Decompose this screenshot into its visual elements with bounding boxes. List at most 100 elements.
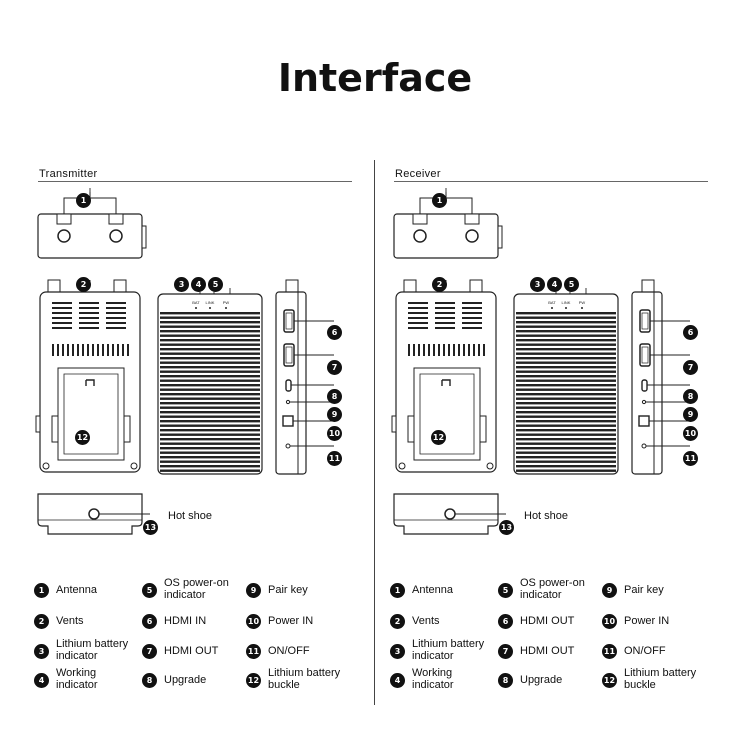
legend-badge-9: 9 bbox=[246, 583, 261, 598]
callout-badge-4: 4 bbox=[191, 277, 206, 292]
legend-badge-7: 7 bbox=[498, 644, 513, 659]
legend-label: Power IN bbox=[268, 615, 314, 627]
callout-badge-5: 5 bbox=[564, 277, 579, 292]
legend-badge-8: 8 bbox=[142, 673, 157, 688]
callout-badge-2: 2 bbox=[432, 277, 447, 292]
hotshoe-label: Hot shoe bbox=[524, 510, 569, 522]
legend-label: ON/OFF bbox=[268, 645, 310, 657]
callout-badge-12: 12 bbox=[75, 430, 90, 445]
legend-badge-8: 8 bbox=[498, 673, 513, 688]
panel-divider bbox=[374, 160, 375, 705]
callout-badge-12: 12 bbox=[431, 430, 446, 445]
legend-label: Antenna bbox=[412, 584, 453, 596]
callout-badge-7: 7 bbox=[327, 360, 342, 375]
callout-badge-13: 13 bbox=[499, 520, 514, 535]
legend-badge-1: 1 bbox=[34, 583, 49, 598]
callout-badge-5: 5 bbox=[208, 277, 223, 292]
legend-badge-4: 4 bbox=[390, 673, 405, 688]
callout-badge-11: 11 bbox=[683, 451, 698, 466]
indicator-leds: BAT LINK PW bbox=[548, 300, 585, 309]
legend-label: HDMI OUT bbox=[520, 615, 575, 627]
page-title: Interface bbox=[277, 56, 473, 100]
led-label-pwr: PW bbox=[579, 300, 586, 305]
callout-badge-1: 1 bbox=[432, 193, 447, 208]
callout-badge-4: 4 bbox=[547, 277, 562, 292]
legend-label: Upgrade bbox=[520, 674, 563, 686]
legend-badge-3: 3 bbox=[390, 644, 405, 659]
legend-badge-5: 5 bbox=[142, 583, 157, 598]
heading-rule bbox=[38, 181, 352, 182]
legend-badge-2: 2 bbox=[390, 614, 405, 629]
top-view bbox=[393, 192, 503, 259]
callout-badge-2: 2 bbox=[76, 277, 91, 292]
callout-badge-1: 1 bbox=[76, 193, 91, 208]
legend-badge-10: 10 bbox=[602, 614, 617, 629]
receiver-device-drawing: BAT LINK PW bbox=[391, 188, 690, 535]
callout-badge-9: 9 bbox=[683, 407, 698, 422]
side-view bbox=[275, 279, 307, 475]
legend-label: ON/OFF bbox=[624, 645, 666, 657]
legend-label: Pair key bbox=[624, 584, 664, 596]
legend-label: Antenna bbox=[56, 584, 97, 596]
callout-badge-6: 6 bbox=[327, 325, 342, 340]
legend-label: OS power-on indicator bbox=[164, 577, 229, 601]
callout-badge-7: 7 bbox=[683, 360, 698, 375]
legend-label: HDMI IN bbox=[164, 615, 207, 627]
legend-label: Lithium battery buckle bbox=[624, 667, 697, 691]
led-label-pwr: PW bbox=[223, 300, 230, 305]
legend-badge-7: 7 bbox=[142, 644, 157, 659]
back-view bbox=[35, 279, 141, 473]
legend-label: OS power-on indicator bbox=[520, 577, 585, 601]
legend-label: Working indicator bbox=[56, 667, 98, 691]
transmitter-device-drawing: BAT LINK PW bbox=[35, 188, 334, 535]
legend-badge-1: 1 bbox=[390, 583, 405, 598]
callout-badge-9: 9 bbox=[327, 407, 342, 422]
legend-badge-12: 12 bbox=[246, 673, 261, 688]
side-view bbox=[631, 279, 663, 475]
callout-badge-11: 11 bbox=[327, 451, 342, 466]
callout-badge-8: 8 bbox=[683, 389, 698, 404]
legend-badge-2: 2 bbox=[34, 614, 49, 629]
legend-label: Vents bbox=[56, 615, 84, 627]
callout-badge-10: 10 bbox=[327, 426, 342, 441]
legend-label: HDMI OUT bbox=[520, 645, 575, 657]
back-view bbox=[391, 279, 497, 473]
callout-badge-8: 8 bbox=[327, 389, 342, 404]
front-view: BAT LINK PW bbox=[513, 293, 619, 475]
callout-badge-3: 3 bbox=[530, 277, 545, 292]
callout-badge-13: 13 bbox=[143, 520, 158, 535]
legend-label: Power IN bbox=[624, 615, 670, 627]
led-label-link: LINK bbox=[562, 300, 571, 305]
legend-label: Working indicator bbox=[412, 667, 454, 691]
legend-badge-3: 3 bbox=[34, 644, 49, 659]
callout-badge-3: 3 bbox=[174, 277, 189, 292]
legend-label: Pair key bbox=[268, 584, 308, 596]
legend-label: HDMI OUT bbox=[164, 645, 219, 657]
legend-label: Upgrade bbox=[164, 674, 207, 686]
led-label-bat: BAT bbox=[192, 300, 200, 305]
legend-badge-4: 4 bbox=[34, 673, 49, 688]
top-view bbox=[37, 192, 147, 259]
callout-badge-6: 6 bbox=[683, 325, 698, 340]
bottom-view bbox=[393, 493, 499, 535]
legend-badge-11: 11 bbox=[246, 644, 261, 659]
legend-badge-11: 11 bbox=[602, 644, 617, 659]
led-label-bat: BAT bbox=[548, 300, 556, 305]
legend-badge-6: 6 bbox=[498, 614, 513, 629]
callout-badge-10: 10 bbox=[683, 426, 698, 441]
led-label-link: LINK bbox=[206, 300, 215, 305]
legend-label: Lithium battery buckle bbox=[268, 667, 341, 691]
front-view: BAT LINK PW bbox=[157, 293, 263, 475]
panel-heading: Transmitter bbox=[39, 168, 98, 180]
panel-heading: Receiver bbox=[395, 168, 441, 180]
hotshoe-label: Hot shoe bbox=[168, 510, 213, 522]
legend-badge-10: 10 bbox=[246, 614, 261, 629]
legend-badge-6: 6 bbox=[142, 614, 157, 629]
legend-badge-9: 9 bbox=[602, 583, 617, 598]
indicator-leds: BAT LINK PW bbox=[192, 300, 229, 309]
legend-label: Vents bbox=[412, 615, 440, 627]
bottom-view bbox=[37, 493, 143, 535]
legend-badge-5: 5 bbox=[498, 583, 513, 598]
